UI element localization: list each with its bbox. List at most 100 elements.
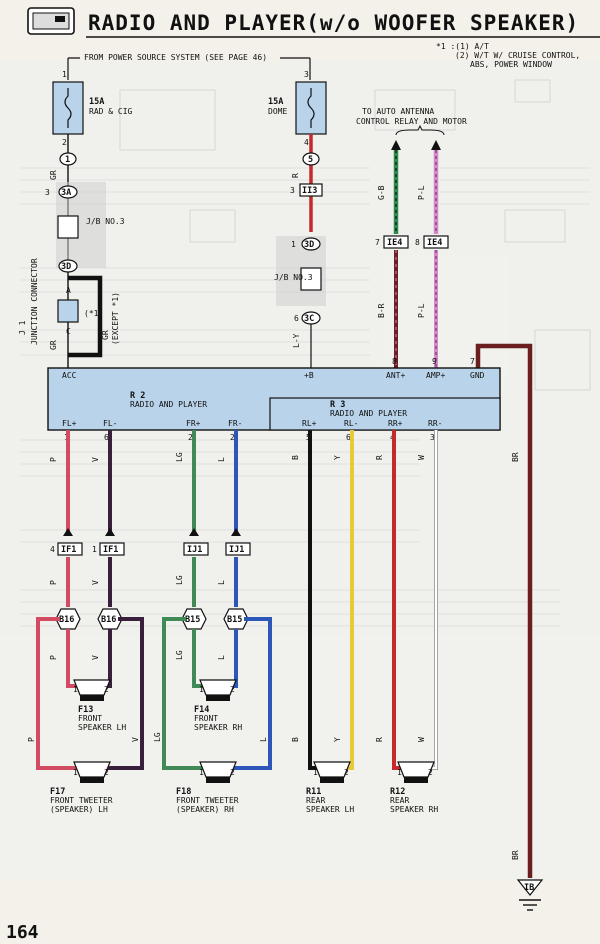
connector-ie4-a	[383, 235, 409, 249]
svg-text:P: P	[27, 737, 36, 742]
svg-text:6: 6	[104, 433, 109, 442]
connector-3d-right	[301, 237, 321, 251]
speaker-icon	[199, 679, 237, 701]
svg-text:L: L	[217, 580, 226, 585]
fuse-dome: 3 15A DOME 4	[268, 70, 327, 147]
svg-text:W: W	[417, 737, 426, 742]
svg-text:1: 1	[92, 545, 97, 554]
svg-text:4: 4	[50, 545, 55, 554]
connector-ij1-a	[183, 542, 209, 556]
svg-text:7: 7	[470, 357, 475, 366]
splice-connectors: B16 B16 B15 B15	[55, 608, 249, 630]
svg-text:RR-: RR-	[428, 419, 442, 428]
r2-name: RADIO AND PLAYER	[130, 400, 207, 409]
speaker-icon	[199, 761, 237, 783]
svg-text:SPEAKER RH: SPEAKER RH	[194, 723, 242, 732]
connector-ij1-b	[225, 542, 251, 556]
connector-5	[302, 152, 320, 166]
svg-text:2: 2	[344, 768, 349, 777]
note-line-1: *1 :(1) A/T	[436, 42, 489, 51]
svg-text:GR: GR	[49, 170, 58, 180]
svg-text:IF1: IF1	[61, 545, 76, 555]
svg-text:SPEAKER RH: SPEAKER RH	[390, 805, 438, 814]
svg-text:1: 1	[397, 768, 402, 777]
svg-text:LG: LG	[175, 575, 184, 585]
svg-text:V: V	[91, 457, 100, 462]
svg-text:15A: 15A	[89, 97, 104, 107]
speaker-icon	[313, 761, 351, 783]
svg-text:(SPEAKER) RH: (SPEAKER) RH	[176, 805, 234, 814]
svg-text:J/B NO.3: J/B NO.3	[86, 217, 125, 226]
power-source: FROM POWER SOURCE SYSTEM (SEE PAGE 46)	[67, 52, 311, 80]
svg-text:TO AUTO ANTENNA: TO AUTO ANTENNA	[362, 107, 434, 116]
svg-text:6: 6	[294, 314, 299, 323]
svg-text:GR: GR	[49, 340, 58, 350]
svg-text:V: V	[91, 655, 100, 660]
junction-connector-j1: J 1 JUNCTION CONNECTOR A C (*1) (EXCEPT …	[18, 258, 120, 358]
svg-text:F17: F17	[50, 787, 65, 797]
svg-text:1: 1	[73, 768, 78, 777]
svg-text:JUNCTION CONNECTOR: JUNCTION CONNECTOR	[30, 258, 39, 345]
svg-text:L: L	[259, 737, 268, 742]
svg-text:FL+: FL+	[62, 419, 77, 428]
svg-text:R: R	[375, 455, 384, 460]
svg-text:1: 1	[199, 685, 204, 694]
svg-text:RL-: RL-	[344, 419, 358, 428]
svg-text:3D: 3D	[304, 240, 314, 250]
svg-text:FRONT: FRONT	[194, 714, 218, 723]
svg-text:A: A	[66, 286, 71, 295]
antenna-wires: TO AUTO ANTENNA CONTROL RELAY AND MOTOR …	[356, 107, 467, 368]
svg-text:RR+: RR+	[388, 419, 403, 428]
svg-text:6: 6	[346, 433, 351, 442]
svg-text:R: R	[375, 737, 384, 742]
page-title: RADIO AND PLAYER(w/o WOOFER SPEAKER)	[88, 11, 579, 35]
connector-1	[59, 152, 77, 166]
svg-text:L: L	[217, 655, 226, 660]
svg-text:J 1: J 1	[18, 320, 27, 335]
page-number: 164	[6, 922, 39, 943]
svg-text:3: 3	[430, 433, 435, 442]
svg-text:2: 2	[104, 768, 109, 777]
svg-text:GND: GND	[470, 371, 485, 380]
svg-text:V: V	[91, 580, 100, 585]
svg-text:LG: LG	[153, 732, 162, 742]
svg-text:8: 8	[415, 238, 420, 247]
power-source-label: FROM POWER SOURCE SYSTEM (SEE PAGE 46)	[84, 53, 267, 62]
svg-text:FL-: FL-	[103, 419, 117, 428]
svg-text:P-L: P-L	[417, 303, 426, 318]
svg-text:R11: R11	[306, 787, 321, 797]
svg-text:R12: R12	[390, 787, 405, 797]
svg-text:B16: B16	[59, 615, 74, 625]
svg-text:IB: IB	[524, 883, 534, 893]
svg-text:3A: 3A	[61, 188, 71, 198]
svg-text:1: 1	[65, 155, 70, 165]
connector-3a	[58, 185, 78, 199]
svg-text:B15: B15	[227, 615, 242, 625]
svg-text:B16: B16	[101, 615, 116, 625]
svg-text:3D: 3D	[61, 262, 71, 272]
svg-text:1: 1	[291, 240, 296, 249]
note-line-2: (2) W/T W/ CRUISE CONTROL,	[455, 51, 580, 60]
svg-text:II3: II3	[302, 186, 317, 196]
r2-id: R 2	[130, 391, 145, 401]
svg-text:P: P	[49, 457, 58, 462]
svg-text:3: 3	[290, 186, 295, 195]
svg-text:C: C	[66, 327, 71, 336]
svg-text:FR+: FR+	[186, 419, 201, 428]
svg-text:2: 2	[188, 433, 193, 442]
svg-text:R: R	[291, 173, 300, 178]
front-wires: 16 22 P V LG L IF1 4 IF1 1 IJ1 IJ1 P V L…	[49, 430, 251, 607]
svg-text:DOME: DOME	[268, 107, 287, 116]
svg-text:P: P	[49, 580, 58, 585]
svg-text:RL+: RL+	[302, 419, 317, 428]
connector-if1-b	[99, 542, 125, 556]
speaker-icon	[73, 679, 111, 701]
svg-text:7: 7	[375, 238, 380, 247]
svg-text:2: 2	[230, 685, 235, 694]
svg-text:2: 2	[230, 768, 235, 777]
svg-text:RAD & CIG: RAD & CIG	[89, 107, 133, 116]
svg-text:B: B	[291, 737, 300, 742]
